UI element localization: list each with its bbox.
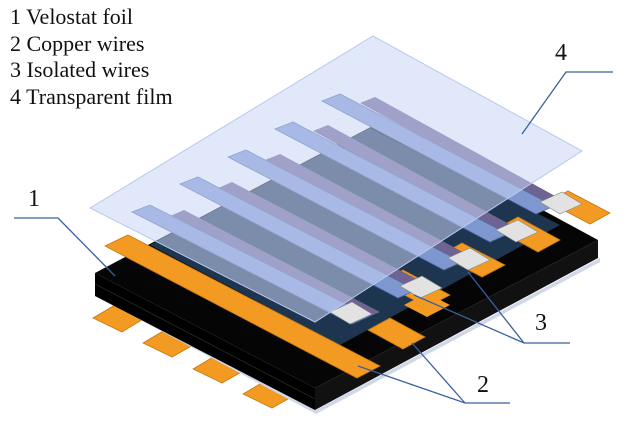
transparent-film [88,35,583,323]
leader-line-4 [521,71,613,135]
leader-line-3b [467,271,525,344]
leader-line-1 [14,217,116,277]
bottom-copper-tabs [92,304,296,409]
callout-3: 3 [535,310,547,336]
copper-wire [104,234,381,379]
callout-1: 1 [28,186,40,212]
legend-item-film: 4 Transparent film [10,83,173,109]
leader-line-2b [411,342,466,404]
velostat-side-face [315,240,598,410]
legend: 1 Velostat foil 2 Copper wires 3 Isolate… [10,4,173,110]
legend-item-copper: 2 Copper wires [10,30,145,56]
callout-4: 4 [555,40,567,66]
legend-item-isolated: 3 Isolated wires [10,57,150,82]
isolated-wire-tip [447,247,491,271]
copper-wire [404,293,450,317]
copper-wire [367,317,426,350]
legend-item-velostat: 1 Velostat foil [10,4,134,29]
isolated-wire-tip [329,301,373,325]
callout-2: 2 [477,372,489,398]
isolated-wire-tip [399,275,443,299]
isolated-wire-tip [539,191,583,215]
velostat-edge [94,283,316,400]
leader-lines [14,71,613,404]
isolated-wire-tip [495,219,539,243]
